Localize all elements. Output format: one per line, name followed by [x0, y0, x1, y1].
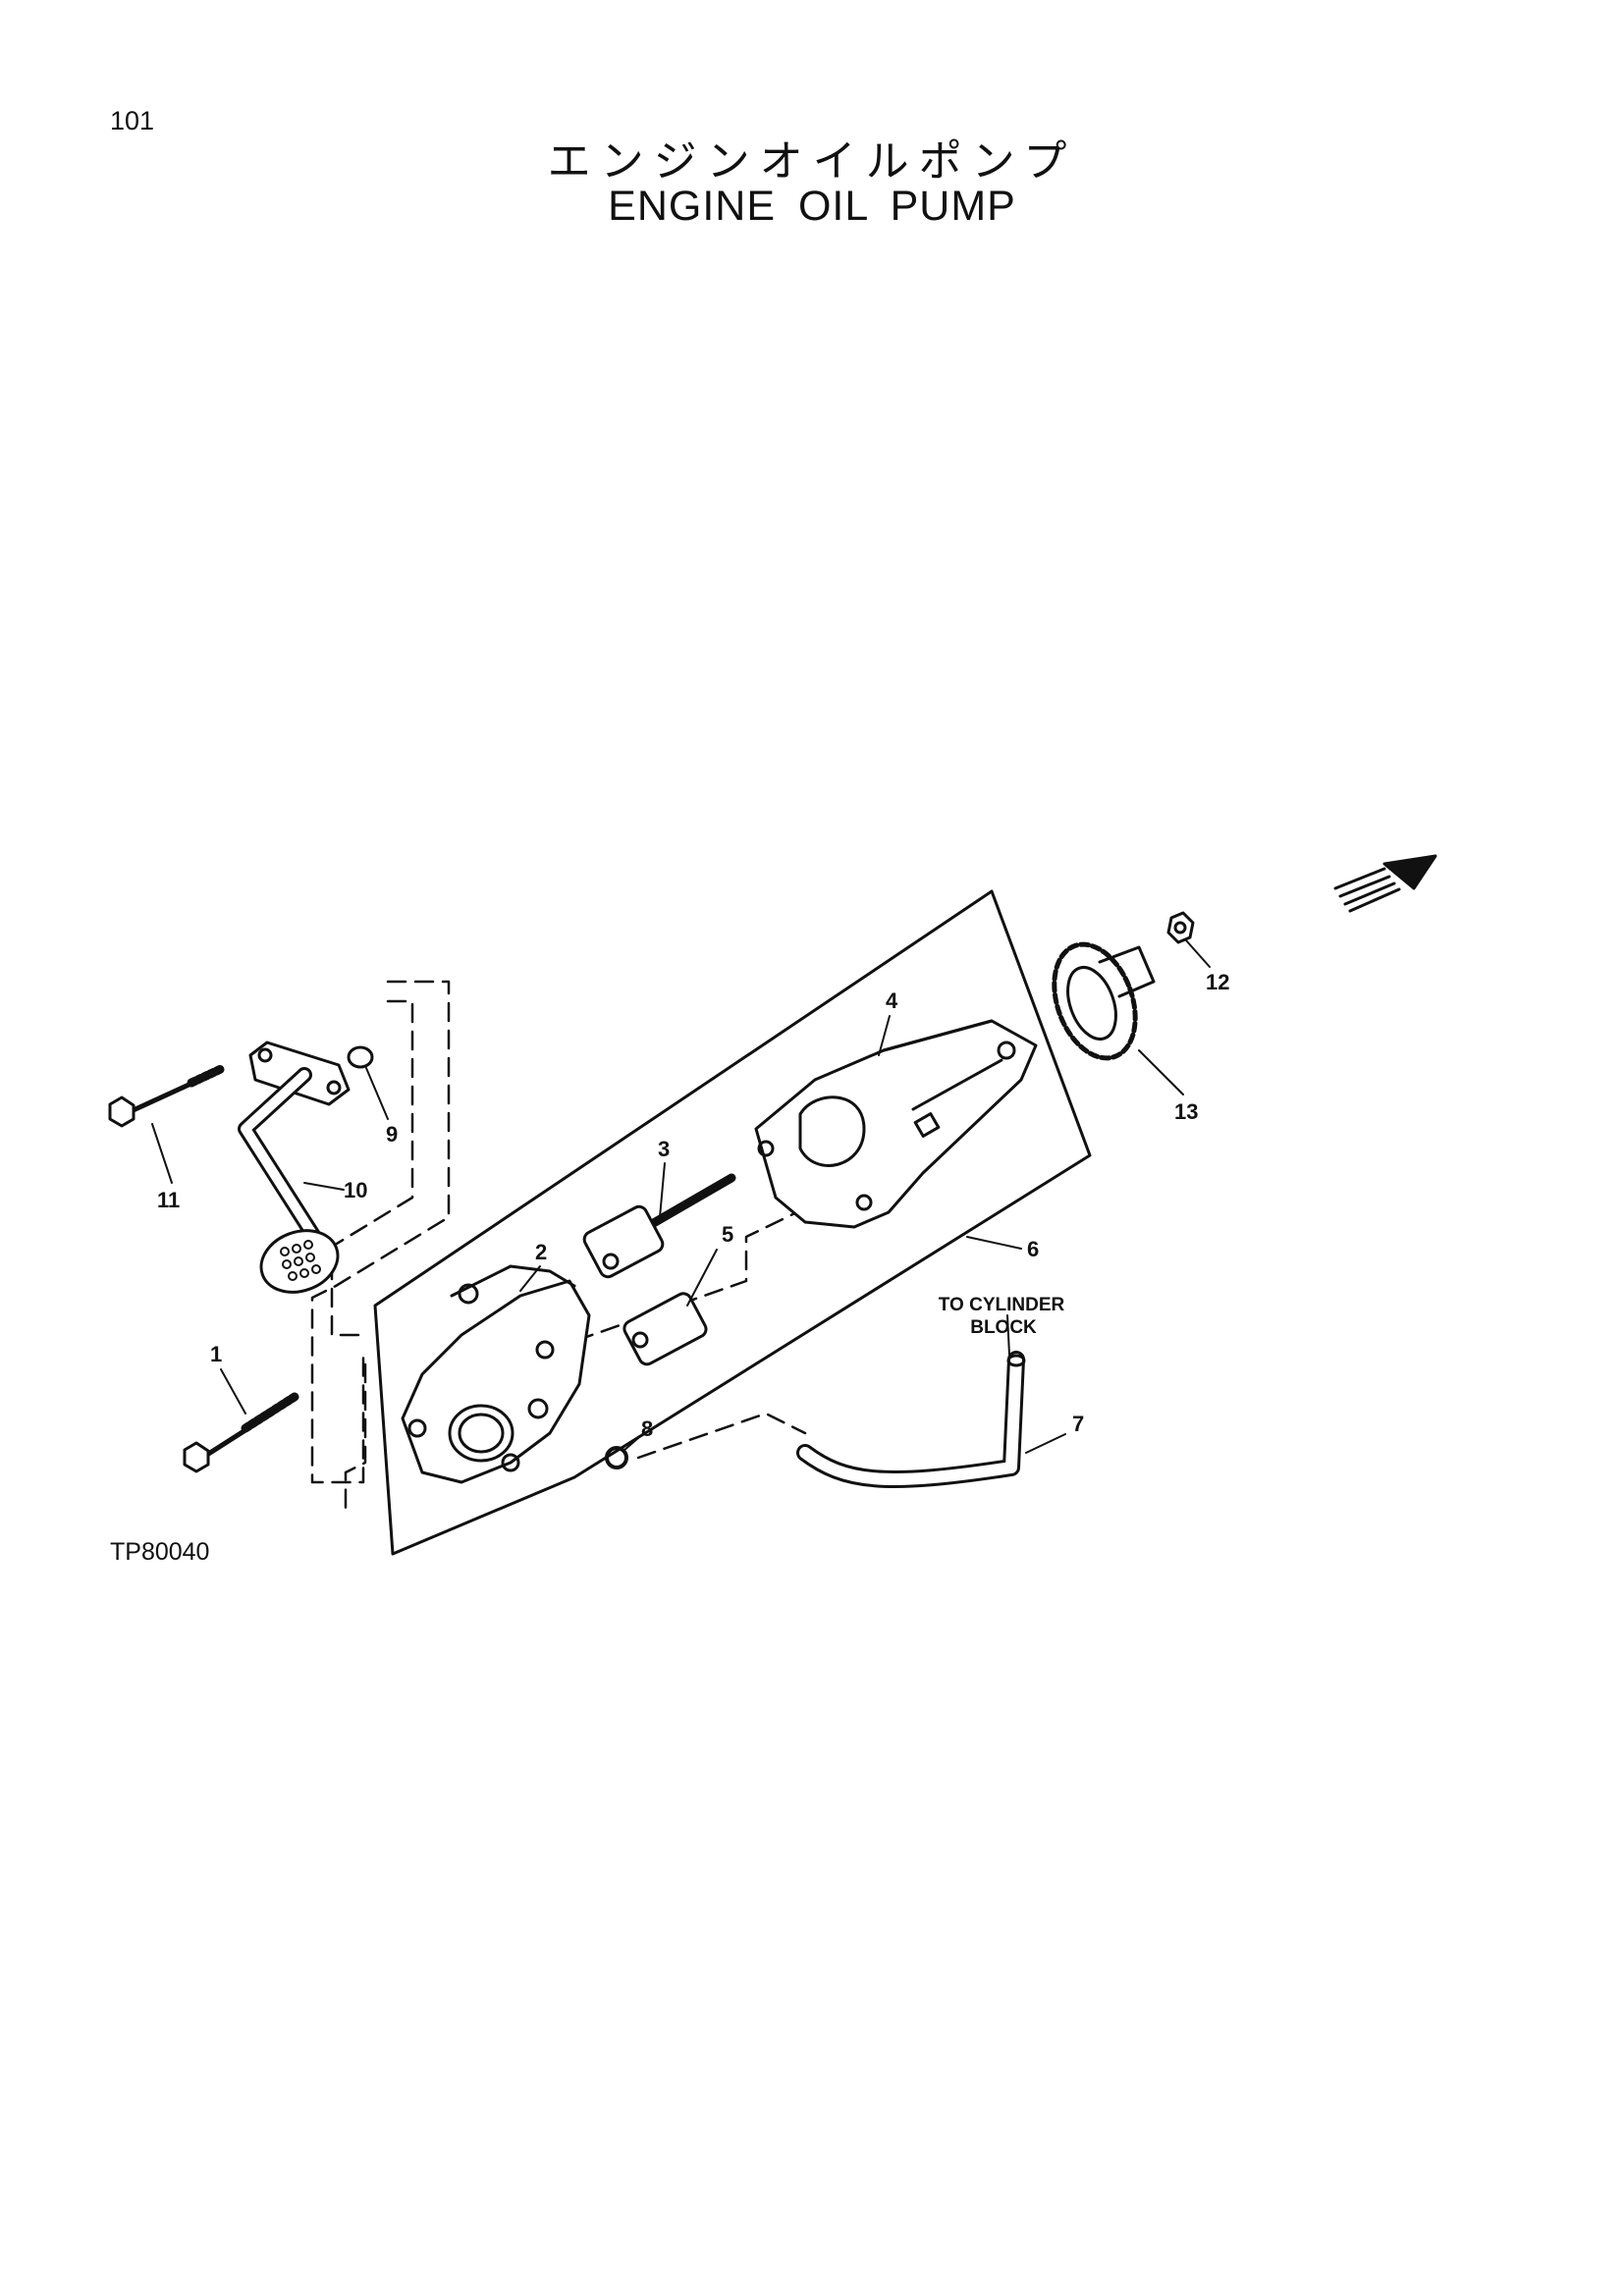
- dashed-outline-suction-inner: [330, 999, 414, 1337]
- callout-2: 2: [535, 1240, 547, 1264]
- callout-7: 7: [1072, 1412, 1084, 1436]
- callout-5: 5: [722, 1222, 733, 1247]
- drive-gear-item-3: [582, 1173, 736, 1279]
- pump-body-item-2: [401, 1264, 591, 1484]
- dashed-outline-suction: [310, 980, 451, 1484]
- dashed-outline-left: [344, 1362, 367, 1514]
- note-to-cylinder-line1: TO CYLINDER: [939, 1295, 1065, 1315]
- bolt-item-1: [183, 1392, 299, 1473]
- callout-6: 6: [1027, 1237, 1039, 1261]
- dashed-outline-bottom: [636, 1412, 807, 1460]
- o-ring-item-8: [605, 1446, 628, 1469]
- callout-11: 11: [157, 1188, 180, 1212]
- callout-10: 10: [344, 1178, 367, 1202]
- callout-9: 9: [386, 1122, 398, 1147]
- driven-gear-item-5: [623, 1292, 708, 1366]
- note-to-cylinder-line2: BLOCK: [970, 1317, 1037, 1338]
- callout-12: 12: [1206, 970, 1229, 994]
- tube-item-7: [796, 1351, 1026, 1488]
- pump-assembly-outline: [373, 889, 1092, 1556]
- nut-item-12: [1166, 911, 1195, 944]
- callout-8: 8: [641, 1416, 653, 1441]
- callout-4: 4: [886, 988, 898, 1013]
- front-direction-arrow: [1333, 854, 1437, 913]
- title-japanese: エンジンオイルポンプ: [547, 136, 1077, 187]
- callout-3: 3: [658, 1137, 670, 1161]
- page-number: 101: [110, 106, 155, 135]
- drawing-code: TP80040: [110, 1538, 210, 1566]
- bolt-item-11: [108, 1064, 226, 1128]
- title-english: ENGINE OIL PUMP: [608, 183, 1016, 230]
- o-ring-item-9: [347, 1045, 374, 1069]
- drive-gear-item-13: [1052, 941, 1156, 1061]
- suction-pipe-item-10: [238, 1041, 351, 1294]
- leader-lines: [151, 939, 1211, 1454]
- pump-cover-item-4: [754, 1019, 1038, 1229]
- callout-1: 1: [210, 1342, 222, 1366]
- callout-13: 13: [1174, 1099, 1198, 1124]
